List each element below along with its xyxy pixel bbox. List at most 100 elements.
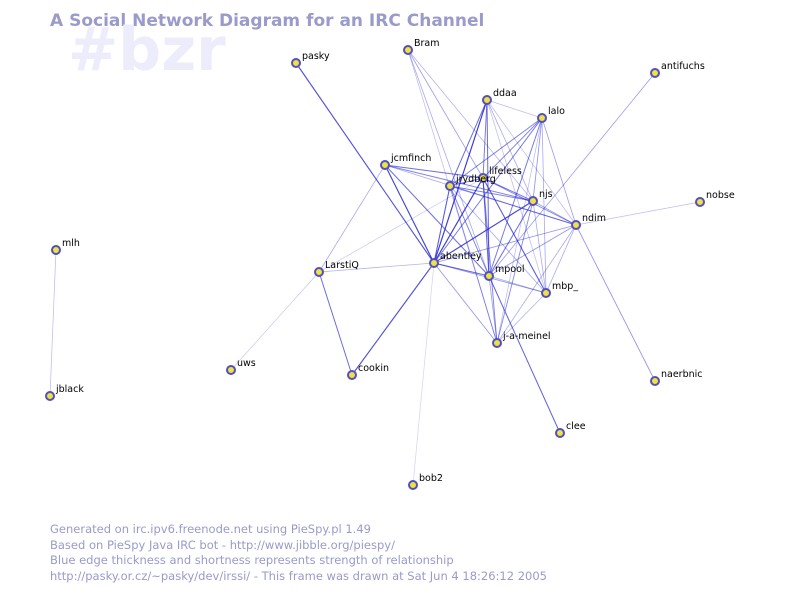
page-title: A Social Network Diagram for an IRC Chan… <box>50 11 485 31</box>
edge-abentley-j-a-meinel <box>433 262 498 344</box>
node-label-Bram: Bram <box>414 38 440 49</box>
node-marker-njs <box>528 196 538 206</box>
node-label-njs: njs <box>539 189 553 200</box>
node-cookin: cookin <box>347 363 389 380</box>
edge-jrydberg-j-a-meinel <box>449 185 498 344</box>
node-ndim: ndim <box>571 213 606 230</box>
node-mbp_: mbp_ <box>541 281 578 298</box>
edge-abentley-bob2 <box>412 262 435 486</box>
node-label-pasky: pasky <box>302 51 330 62</box>
node-label-ndim: ndim <box>582 213 606 224</box>
edge-lifeless-abentley <box>433 177 484 264</box>
edge-jcmfinch-abentley <box>384 164 435 264</box>
node-marker-abentley <box>429 258 439 268</box>
node-marker-Bram <box>403 45 413 55</box>
edge-lalo-lifeless <box>482 117 543 179</box>
edge-jrydberg-ndim <box>449 185 577 226</box>
node-abentley: abentley <box>429 251 482 268</box>
edge-ddaa-jrydberg <box>449 99 488 187</box>
edge-Bram-j-a-meinel <box>407 49 498 344</box>
node-marker-mlh <box>51 245 61 255</box>
edge-pasky-abentley <box>295 62 435 264</box>
node-label-jcmfinch: jcmfinch <box>390 153 431 164</box>
node-marker-mpool <box>484 271 494 281</box>
edge-njs-mpool <box>488 200 534 277</box>
edge-ndim-naerbnic <box>575 224 656 382</box>
edge-njs-abentley <box>433 200 534 264</box>
edge-lalo-ndim <box>541 117 577 226</box>
edge-abentley-jcmfinch <box>384 164 435 264</box>
edge-ndim-abentley <box>433 224 577 264</box>
edge-jcmfinch-lifeless <box>384 164 484 179</box>
edge-jrydberg-abentley <box>433 185 451 264</box>
node-label-ddaa: ddaa <box>493 88 517 99</box>
edge-jcmfinch-njs <box>384 164 534 202</box>
edge-lalo-jrydberg <box>449 117 543 187</box>
node-marker-uws <box>226 365 236 375</box>
node-label-nobse: nobse <box>706 190 735 201</box>
node-bob2: bob2 <box>408 473 443 490</box>
edge-ndim-mpool <box>488 224 577 277</box>
edge-lalo-j-a-meinel <box>496 117 543 344</box>
edge-njs-j-a-meinel <box>496 200 534 344</box>
node-jblack: jblack <box>45 384 84 401</box>
nodes-layer: Bram pasky ddaa antifuchs lalo jcmfinch lifele… <box>45 38 735 490</box>
edge-abentley-mpool <box>433 262 490 277</box>
edge-LarstiQ-lifeless <box>318 177 484 273</box>
node-jrydberg: jrydberg <box>445 174 496 191</box>
edge-Bram-mpool <box>407 49 490 277</box>
edge-jcmfinch-LarstiQ <box>318 164 386 273</box>
node-lifeless: lifeless <box>478 166 522 183</box>
edge-mpool-mbp_ <box>488 275 547 294</box>
edge-ndim-mbp_ <box>545 224 577 294</box>
node-marker-bob2 <box>408 480 418 490</box>
edges-layer <box>49 49 701 486</box>
node-marker-antifuchs <box>650 68 660 78</box>
edge-abentley-cookin <box>351 262 435 376</box>
node-marker-j-a-meinel <box>492 338 502 348</box>
node-clee: clee <box>555 421 586 438</box>
node-marker-ndim <box>571 220 581 230</box>
edge-LarstiQ-cookin <box>318 271 353 376</box>
edge-mpool-clee <box>488 275 561 434</box>
edge-njs-ndim <box>532 200 577 226</box>
node-label-LarstiQ: LarstiQ <box>325 260 359 271</box>
edge-lifeless-mbp_ <box>482 177 547 294</box>
edge-ddaa-lalo <box>486 99 543 119</box>
node-lalo: lalo <box>537 106 565 123</box>
node-marker-LarstiQ <box>314 267 324 277</box>
footer-line-legend: Blue edge thickness and shortness repres… <box>50 553 454 567</box>
node-marker-lifeless <box>478 173 488 183</box>
edge-mpool-j-a-meinel <box>488 275 498 344</box>
node-label-abentley: abentley <box>440 251 482 262</box>
node-label-antifuchs: antifuchs <box>661 61 705 72</box>
node-mlh: mlh <box>51 238 80 255</box>
edge-nobse-ndim <box>575 201 701 226</box>
node-j-a-meinel: j-a-meinel <box>492 331 551 348</box>
node-ddaa: ddaa <box>482 88 517 105</box>
node-marker-jcmfinch <box>380 160 390 170</box>
node-label-j-a-meinel: j-a-meinel <box>502 331 551 342</box>
edge-ddaa-abentley <box>433 99 488 264</box>
edge-njs-mbp_ <box>532 200 547 294</box>
node-label-uws: uws <box>237 358 256 369</box>
node-antifuchs: antifuchs <box>650 61 705 78</box>
node-marker-nobse <box>695 197 705 207</box>
node-jcmfinch: jcmfinch <box>380 153 431 170</box>
node-marker-clee <box>555 428 565 438</box>
edge-ddaa-ndim <box>486 99 577 226</box>
node-label-naerbnic: naerbnic <box>661 369 703 380</box>
node-njs: njs <box>528 189 553 206</box>
node-label-bob2: bob2 <box>419 473 443 484</box>
node-marker-naerbnic <box>650 376 660 386</box>
footer-line-drawn-at: http://pasky.or.cz/~pasky/dev/irssi/ - T… <box>50 568 547 583</box>
footer-line-based-on: Based on PieSpy Java IRC bot - http://ww… <box>50 537 395 552</box>
node-nobse: nobse <box>695 190 735 207</box>
node-label-cookin: cookin <box>358 363 389 374</box>
node-label-lifeless: lifeless <box>489 166 522 177</box>
node-marker-jblack <box>45 391 55 401</box>
node-pasky: pasky <box>291 51 330 68</box>
edge-LarstiQ-uws <box>230 271 320 371</box>
edge-Bram-lifeless <box>407 49 484 179</box>
footer: Generated on irc.ipv6.freenode.net using… <box>50 522 547 584</box>
